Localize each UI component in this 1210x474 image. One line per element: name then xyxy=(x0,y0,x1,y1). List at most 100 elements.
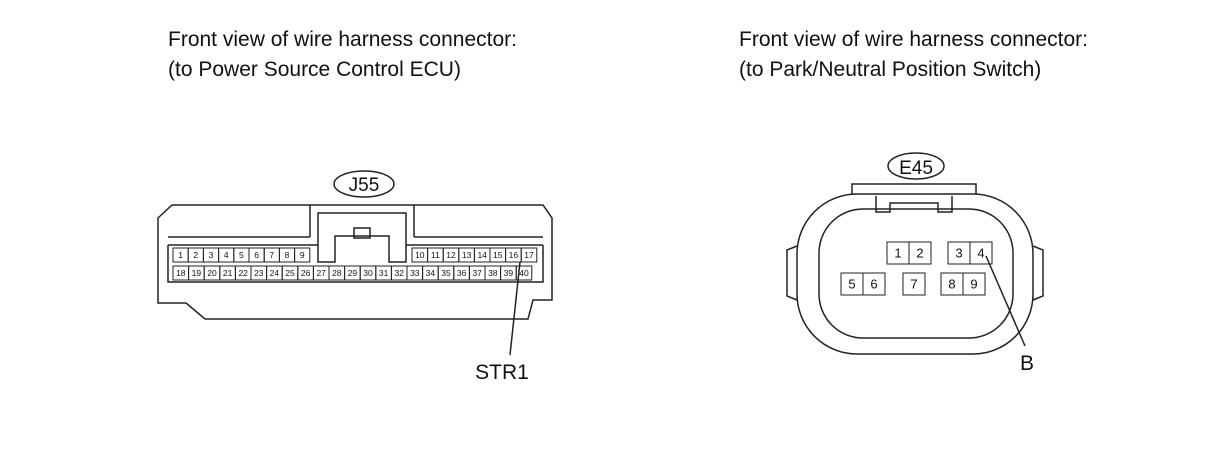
pin-number: 9 xyxy=(970,277,977,292)
pin-cell-8: 8 xyxy=(278,247,296,263)
pin-number: 8 xyxy=(285,250,290,260)
pin-number: 4 xyxy=(977,246,984,261)
e45-latch xyxy=(875,196,953,213)
pin-box xyxy=(962,272,986,296)
str1-callout-line xyxy=(509,261,521,356)
pin-cell-3: 3 xyxy=(947,241,971,265)
pin-number: 25 xyxy=(285,268,295,278)
pin-number: 26 xyxy=(301,268,311,278)
pin-cell-9: 9 xyxy=(294,247,311,263)
pin-number: 19 xyxy=(192,268,202,278)
pin-cell-28: 28 xyxy=(328,265,346,281)
pin-cell-38: 38 xyxy=(484,265,502,281)
right-caption-line2: (to Park/Neutral Position Switch) xyxy=(739,58,1042,81)
pin-cell-34: 34 xyxy=(422,265,439,281)
b-callout-line xyxy=(985,255,1026,347)
right-caption-line1: Front view of wire harness connector: xyxy=(739,28,1088,51)
pin-box xyxy=(520,247,538,263)
e45-right-tab xyxy=(1032,245,1044,301)
pin-number: 33 xyxy=(410,268,420,278)
pin-number: 14 xyxy=(477,250,487,260)
pin-number: 10 xyxy=(415,250,425,260)
pin-number: 2 xyxy=(193,250,198,260)
left-caption-line2: (to Power Source Control ECU) xyxy=(168,58,461,81)
pin-cell-14: 14 xyxy=(473,247,491,263)
e45-latch-housing xyxy=(851,183,977,194)
pin-cell-35: 35 xyxy=(437,265,455,281)
pin-cell-17: 17 xyxy=(520,247,538,263)
pin-cell-1: 1 xyxy=(172,247,189,263)
j55-id-oval xyxy=(333,170,395,198)
b-callout-label: B xyxy=(1020,352,1034,375)
j55-latch-tab xyxy=(353,227,371,239)
pin-number: 16 xyxy=(509,250,519,260)
pin-cell-3: 3 xyxy=(202,247,220,263)
pin-cell-36: 36 xyxy=(453,265,470,281)
j55-body-outline xyxy=(157,204,553,320)
pin-number: 9 xyxy=(300,250,305,260)
pin-cell-31: 31 xyxy=(375,265,392,281)
pin-number: 23 xyxy=(254,268,264,278)
pin-number: 29 xyxy=(348,268,358,278)
pin-number: 28 xyxy=(332,268,342,278)
pin-cell-26: 26 xyxy=(297,265,314,281)
pin-number: 1 xyxy=(894,246,901,261)
pin-cell-6: 6 xyxy=(248,247,265,263)
pin-cell-24: 24 xyxy=(266,265,283,281)
pin-number: 7 xyxy=(269,250,274,260)
pin-box xyxy=(902,272,926,296)
pin-box xyxy=(862,272,886,296)
pin-cell-23: 23 xyxy=(250,265,268,281)
pin-box xyxy=(908,241,932,265)
pin-box xyxy=(515,265,533,281)
j55-connector xyxy=(157,170,553,320)
pin-number: 34 xyxy=(426,268,436,278)
pin-cell-22: 22 xyxy=(234,265,252,281)
pin-cell-37: 37 xyxy=(468,265,486,281)
pin-number: 38 xyxy=(488,268,498,278)
left-connector-caption: Front view of wire harness connector: (t… xyxy=(168,25,517,85)
pin-number: 3 xyxy=(209,250,214,260)
pin-cell-7: 7 xyxy=(263,247,280,263)
right-connector-caption: Front view of wire harness connector: (t… xyxy=(739,25,1088,85)
pin-cell-4: 4 xyxy=(969,241,993,265)
pin-cell-13: 13 xyxy=(458,247,475,263)
e45-body-inner xyxy=(818,208,1014,339)
pin-cell-33: 33 xyxy=(406,265,424,281)
pin-number: 13 xyxy=(462,250,472,260)
pin-number: 30 xyxy=(363,268,373,278)
e45-id-oval xyxy=(887,152,945,180)
j55-latch xyxy=(317,212,407,263)
pin-number: 17 xyxy=(524,250,534,260)
e45-connector xyxy=(786,152,1044,355)
pin-number: 27 xyxy=(316,268,326,278)
pin-cell-10: 10 xyxy=(411,247,429,263)
pin-cell-32: 32 xyxy=(390,265,408,281)
j55-pin-area xyxy=(167,244,544,283)
pin-number: 37 xyxy=(472,268,482,278)
pin-cell-5: 5 xyxy=(840,272,864,296)
e45-id-label: E45 xyxy=(899,158,933,179)
pin-number: 15 xyxy=(493,250,503,260)
pin-cell-29: 29 xyxy=(344,265,361,281)
pin-cell-9: 9 xyxy=(962,272,986,296)
pin-number: 2 xyxy=(916,246,923,261)
pin-number: 4 xyxy=(224,250,229,260)
pin-cell-15: 15 xyxy=(489,247,507,263)
pin-box xyxy=(294,247,311,263)
left-caption-line1: Front view of wire harness connector: xyxy=(168,28,517,51)
pin-cell-21: 21 xyxy=(219,265,236,281)
pin-number: 20 xyxy=(207,268,217,278)
pin-cell-5: 5 xyxy=(233,247,250,263)
e45-body-outer xyxy=(796,193,1034,355)
e45-left-tab xyxy=(786,245,798,301)
pin-cell-2: 2 xyxy=(908,241,932,265)
pin-number: 21 xyxy=(223,268,233,278)
pin-cell-39: 39 xyxy=(500,265,517,281)
pin-cell-1: 1 xyxy=(886,241,910,265)
j55-id-label: J55 xyxy=(349,175,380,196)
